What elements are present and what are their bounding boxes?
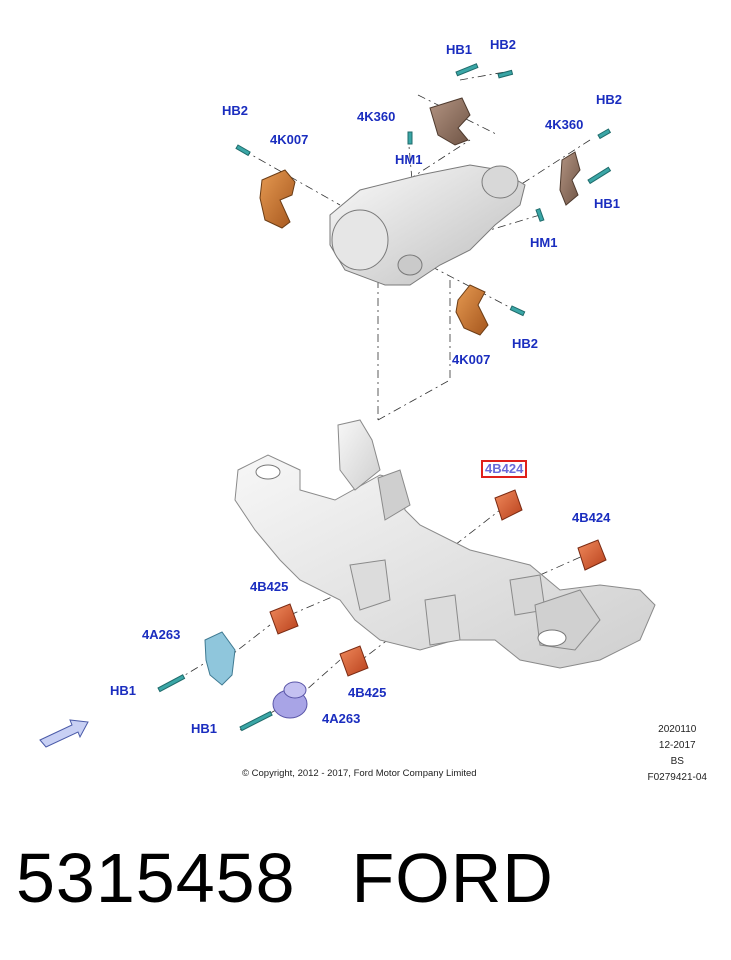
meta-code-1: 2020110 (658, 724, 697, 735)
mount-bracket-right (559, 151, 581, 206)
subframe-mount-right (537, 629, 567, 647)
meta-code-2: BS (670, 756, 684, 767)
callout-hb1-top: HB1 (446, 42, 473, 57)
callout-4a263-left: 4A263 (142, 627, 181, 642)
meta-figure-id: F0279421-04 (647, 772, 708, 783)
brand-name: FORD (351, 839, 554, 917)
mount-bracket-upper (429, 97, 471, 146)
callout-hb1-right: HB1 (594, 196, 621, 211)
bolts (157, 63, 612, 732)
mount-bracket-left (259, 169, 296, 229)
meta-date: 12-2017 (658, 740, 696, 751)
callout-hb2-left: HB2 (222, 103, 249, 118)
rear-subframe (234, 419, 656, 669)
callout-hb1-left: HB1 (110, 683, 137, 698)
callout-hm1-right: HM1 (530, 235, 558, 250)
mount-bracket-bottom (455, 284, 489, 336)
copyright-notice: © Copyright, 2012 - 2017, Ford Motor Com… (242, 768, 477, 779)
callout-hb2-top: HB2 (490, 37, 517, 52)
callout-4b425-bottom: 4B425 (348, 685, 387, 700)
bushings (269, 489, 607, 677)
callout-hm1-left: HM1 (395, 152, 423, 167)
footer-caption: 5315458 FORD (16, 838, 554, 918)
exploded-parts-diagram (39, 63, 656, 748)
subframe-mount-left (255, 464, 281, 480)
figure-metadata: 2020110 12-2017 BS F0279421-04 (648, 722, 708, 786)
callout-hb1-bottom: HB1 (191, 721, 218, 736)
front-direction-arrow-icon (39, 719, 89, 748)
callout-4b424-right: 4B424 (572, 510, 611, 525)
callout-4b424-highlighted: 4B424 (481, 460, 528, 478)
callout-4k007-bottom: 4K007 (452, 352, 491, 367)
callout-hb2-bottom: HB2 (512, 336, 539, 351)
isolator-blue (204, 631, 236, 686)
callout-4b425-left: 4B425 (250, 579, 289, 594)
callout-hb2-right: HB2 (596, 92, 623, 107)
rear-differential (329, 164, 526, 286)
callout-4k360-right: 4K360 (545, 117, 584, 132)
callout-4k007-left: 4K007 (270, 132, 309, 147)
callout-4a263-bottom: 4A263 (322, 711, 361, 726)
part-number: 5315458 (16, 839, 296, 917)
isolator-purple (272, 681, 308, 719)
callout-4k360-left: 4K360 (357, 109, 396, 124)
